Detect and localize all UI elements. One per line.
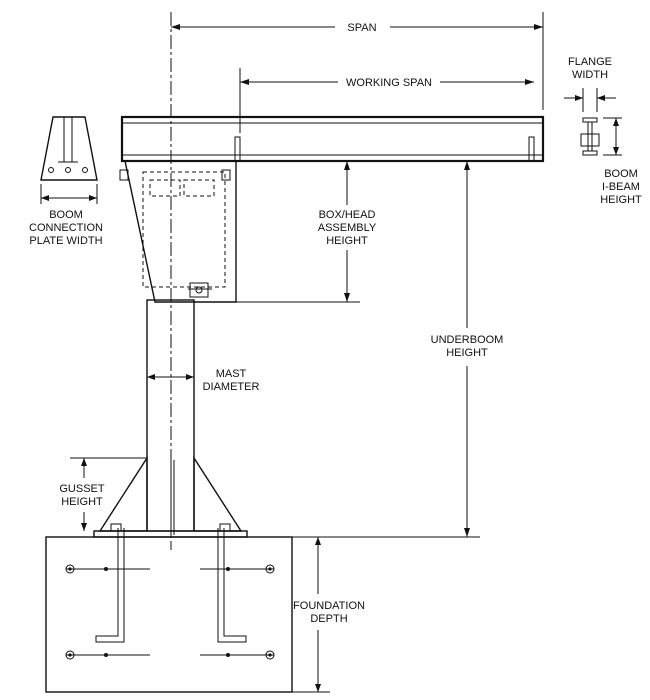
mast-diameter-label-2: DIAMETER — [203, 381, 260, 393]
underboom-height-label-2: HEIGHT — [446, 347, 488, 359]
box-head-height-label-2: ASSEMBLY — [318, 222, 377, 234]
foundation-depth-label-2: DEPTH — [310, 613, 347, 625]
boom-ibeam-height-label-2: I-BEAM — [602, 181, 640, 193]
flange-width-label-1: FLANGE — [568, 56, 612, 68]
mast-diameter-label-1: MAST — [216, 368, 247, 380]
working-span-label: WORKING SPAN — [346, 77, 432, 89]
span-label: SPAN — [347, 22, 376, 34]
boom-connection-plate-label-3: PLATE WIDTH — [29, 235, 102, 247]
foundation-block — [45, 528, 293, 693]
head-assembly — [119, 160, 237, 303]
box-head-height-dimension — [236, 161, 360, 303]
underboom-height-dimension — [247, 161, 480, 538]
boom-ibeam-height-label-1: BOOM — [604, 168, 638, 180]
boom-ibeam-height-label-3: HEIGHT — [600, 194, 642, 206]
boom-connection-plate-icon — [40, 116, 98, 204]
gusset-height-label-2: HEIGHT — [61, 496, 103, 508]
gusset-height-dimension — [70, 457, 147, 531]
box-head-height-label-1: BOX/HEAD — [319, 209, 376, 221]
foundation-depth-dimension — [292, 537, 330, 693]
flange-width-label-2: WIDTH — [572, 69, 608, 81]
underboom-height-label-1: UNDERBOOM — [431, 334, 504, 346]
boom — [120, 115, 545, 163]
working-span-dimension — [239, 68, 534, 133]
boom-connection-plate-label-2: CONNECTION — [29, 222, 103, 234]
gusset-height-label-1: GUSSET — [59, 483, 105, 495]
boom-connection-plate-label-1: BOOM — [49, 209, 83, 221]
box-head-height-label-3: HEIGHT — [326, 235, 368, 247]
ibeam-section-icon — [564, 88, 622, 156]
foundation-depth-label-1: FOUNDATION — [293, 600, 365, 612]
mast-diameter-dimension — [147, 374, 194, 380]
span-dimension — [171, 12, 544, 110]
